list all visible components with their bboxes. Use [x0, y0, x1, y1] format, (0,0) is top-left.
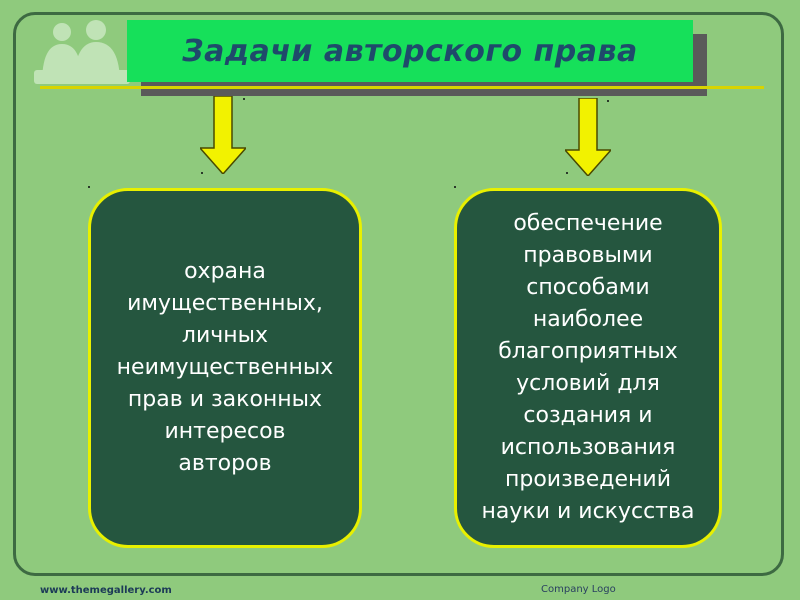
people-silhouette-icon — [34, 20, 130, 84]
arrow-down-icon — [200, 96, 246, 174]
title-box: Задачи авторского права — [127, 20, 693, 82]
dot-marker — [243, 98, 245, 100]
title-underline — [40, 86, 764, 89]
arrow-down-icon — [565, 98, 611, 176]
dot-marker — [607, 100, 609, 102]
task-text-left: охрана имущественных, личных неимуществе… — [116, 259, 334, 476]
page-title: Задачи авторского права — [182, 33, 638, 69]
footer-company-logo: Company Logo — [541, 584, 616, 595]
dot-marker — [566, 172, 568, 174]
slide-frame — [13, 12, 784, 576]
task-text-right: обеспечение правовыми способами наиболее… — [481, 211, 695, 524]
dot-marker — [201, 172, 203, 174]
footer-website-link[interactable]: www.themegallery.com — [40, 585, 172, 596]
task-box-right: обеспечение правовыми способами наиболее… — [454, 188, 722, 548]
task-box-left: охрана имущественных, личных неимуществе… — [88, 188, 362, 548]
dot-marker — [88, 186, 90, 188]
dot-marker — [454, 186, 456, 188]
